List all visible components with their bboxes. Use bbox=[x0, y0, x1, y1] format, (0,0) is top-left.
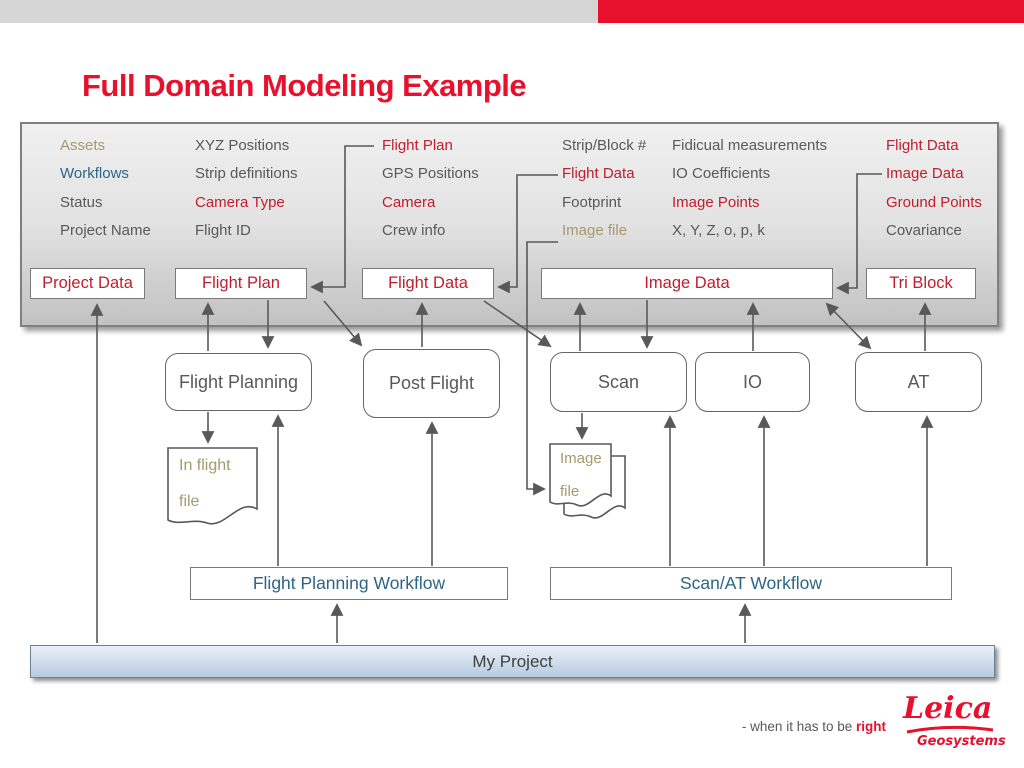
attribute-item: Assets bbox=[60, 137, 106, 154]
attribute-item: IO Coefficients bbox=[672, 165, 771, 183]
header-bar-red-accent bbox=[598, 0, 1024, 23]
attribute-panel bbox=[20, 122, 999, 327]
process-box-at: AT bbox=[855, 352, 982, 412]
attribute-item: Workflows bbox=[60, 165, 129, 183]
tagline-highlight: right bbox=[856, 719, 886, 734]
image-file-document: Image file bbox=[549, 443, 613, 517]
attribute-item: Crew info bbox=[382, 222, 446, 240]
attribute-item: Strip/Block # bbox=[562, 137, 647, 154]
attribute-column-image: Strip/Block # Flight Data Footprint Imag… bbox=[562, 132, 646, 246]
data-box-tri-block: Tri Block bbox=[866, 268, 976, 299]
leica-swoosh-icon bbox=[906, 725, 994, 734]
data-box-project-data: Project Data bbox=[30, 268, 145, 299]
document-label-line2: file bbox=[179, 493, 200, 510]
process-box-io: IO bbox=[695, 352, 810, 412]
process-box-post-flight: Post Flight bbox=[363, 349, 500, 418]
attribute-item: Covariance bbox=[886, 222, 962, 240]
document-shape bbox=[167, 447, 258, 525]
attribute-item: X, Y, Z, o, p, k bbox=[672, 222, 765, 240]
page-title: Full Domain Modeling Example bbox=[82, 68, 527, 103]
process-box-flight-planning: Flight Planning bbox=[165, 353, 312, 411]
data-box-flight-plan: Flight Plan bbox=[175, 268, 307, 299]
in-flight-file-document: In flight file bbox=[167, 447, 259, 533]
attribute-item: Flight ID bbox=[195, 222, 251, 240]
document-shape bbox=[549, 443, 612, 507]
document-label-line1: In flight bbox=[179, 457, 231, 474]
attribute-item: Project Name bbox=[60, 222, 151, 240]
attribute-column-measurements: Fidicual measurements IO Coefficients Im… bbox=[672, 132, 827, 246]
attribute-item: Image file bbox=[562, 222, 628, 240]
workflow-box-scan-at: Scan/AT Workflow bbox=[550, 567, 952, 600]
attribute-item: Ground Points bbox=[886, 193, 982, 211]
leica-wordmark: Leica bbox=[903, 691, 993, 726]
attribute-item: Camera Type bbox=[195, 193, 285, 211]
leica-logo: Leica Geosystems bbox=[903, 691, 1006, 756]
leica-geosystems-label: Geosystems bbox=[917, 734, 1006, 749]
document-label-line1: Image bbox=[560, 450, 602, 467]
process-box-scan: Scan bbox=[550, 352, 687, 412]
attribute-column-triangulation: Flight Data Image Data Ground Points Cov… bbox=[886, 132, 982, 246]
data-box-image-data: Image Data bbox=[541, 268, 833, 299]
attribute-item: Fidicual measurements bbox=[672, 137, 828, 154]
attribute-item: GPS Positions bbox=[382, 165, 479, 183]
attribute-item: Footprint bbox=[562, 193, 622, 211]
attribute-item: XYZ Positions bbox=[195, 137, 290, 154]
attribute-item: Flight Data bbox=[562, 165, 635, 183]
attribute-column-flight-plan: XYZ Positions Strip definitions Camera T… bbox=[195, 132, 298, 246]
attribute-item: Image Data bbox=[886, 165, 964, 183]
my-project-label: My Project bbox=[472, 651, 553, 671]
document-label-line2: file bbox=[560, 483, 580, 500]
attribute-column-flight-data: Flight Plan GPS Positions Camera Crew in… bbox=[382, 132, 479, 246]
data-box-flight-data: Flight Data bbox=[362, 268, 494, 299]
my-project-bar: My Project bbox=[30, 645, 995, 678]
workflow-box-flight-planning: Flight Planning Workflow bbox=[190, 567, 508, 600]
attribute-item: Image Points bbox=[672, 193, 760, 211]
tagline-text: - when it has to be bbox=[741, 719, 856, 734]
attribute-item: Status bbox=[60, 193, 103, 211]
attribute-item: Camera bbox=[382, 193, 436, 211]
attribute-item: Flight Plan bbox=[382, 137, 453, 154]
brand-tagline: - when it has to be right bbox=[690, 719, 886, 734]
attribute-item: Strip definitions bbox=[195, 165, 298, 183]
attribute-item: Flight Data bbox=[886, 137, 959, 154]
header-bar-gray bbox=[0, 0, 598, 23]
attribute-column-project: Assets Workflows Status Project Name bbox=[60, 132, 151, 246]
